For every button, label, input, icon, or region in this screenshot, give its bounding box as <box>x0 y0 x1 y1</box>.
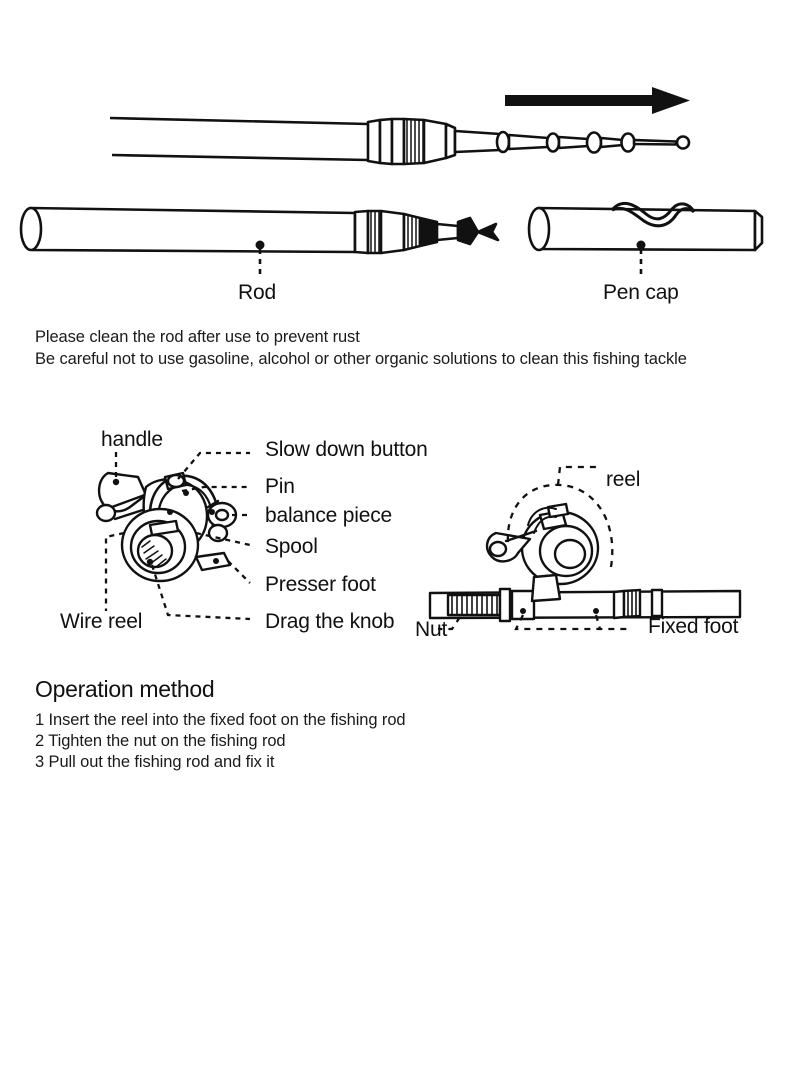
label-balance-piece: balance piece <box>265 504 392 527</box>
spinning-reel-drawing <box>95 471 238 583</box>
leader-reel-tail <box>556 465 596 486</box>
label-nut: Nut <box>415 618 448 641</box>
reel-mounted-on-rod-drawing <box>428 502 742 623</box>
label-drag-the-knob: Drag the knob <box>265 610 395 633</box>
mounted-reel-leader-lines <box>438 465 630 631</box>
caption-rod: Rod <box>238 281 276 304</box>
pen-cap <box>527 201 764 252</box>
pull-direction-arrow <box>505 87 690 114</box>
operation-method-title: Operation method <box>35 676 215 702</box>
leader-fixed-foot-2 <box>594 614 602 630</box>
leader-presser-foot <box>227 560 251 584</box>
label-reel: reel <box>606 468 641 491</box>
leader-slow-down-button <box>177 451 250 480</box>
reel-leader-lines <box>104 451 251 621</box>
operation-step-3: 3 Pull out the fishing rod and fix it <box>35 753 275 771</box>
label-spool: Spool <box>265 535 318 558</box>
leader-fixed-foot <box>514 614 630 631</box>
rod-leader-line <box>255 240 265 275</box>
operation-step-2: 2 Tighten the nut on the fishing rod <box>35 732 286 750</box>
caption-pen-cap: Pen cap <box>603 281 679 304</box>
label-pin: Pin <box>265 475 295 498</box>
leader-pin <box>181 485 250 493</box>
reel-diagrams-illustration <box>95 451 742 631</box>
label-presser-foot: Presser foot <box>265 573 376 596</box>
label-handle: handle <box>101 428 163 451</box>
operation-step-1: 1 Insert the reel into the fixed foot on… <box>35 711 406 729</box>
extended-telescopic-rod <box>109 116 691 166</box>
top-figure-illustration <box>19 87 764 275</box>
label-fixed-foot: Fixed foot <box>648 615 739 638</box>
leader-reel-arc <box>506 483 614 568</box>
label-slow-down-button: Slow down button <box>265 438 428 461</box>
pen-cap-leader-line <box>636 240 646 275</box>
care-note-line-2: Be careful not to use gasoline, alcohol … <box>35 350 687 368</box>
care-note-line-1: Please clean the rod after use to preven… <box>35 328 360 346</box>
leader-nut <box>438 616 461 631</box>
label-wire-reel: Wire reel <box>60 610 143 633</box>
collapsed-rod <box>19 206 500 255</box>
leader-drag-knob <box>150 564 251 621</box>
